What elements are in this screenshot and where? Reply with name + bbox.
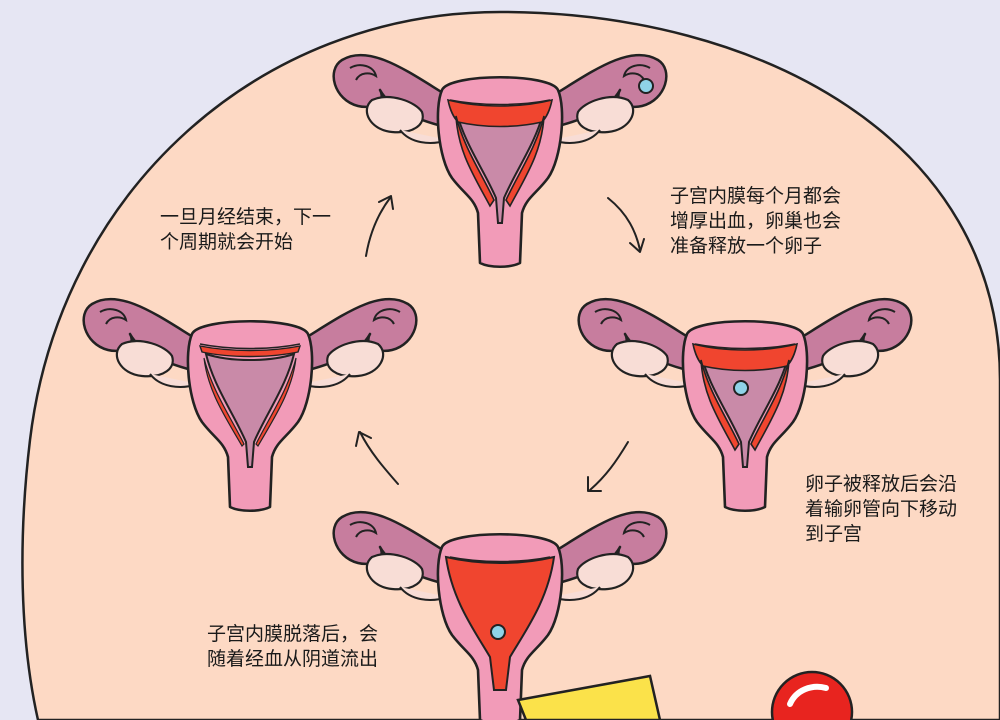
- caption-cycle-restart: 一旦月经结束，下一 个周期就会开始: [160, 205, 331, 255]
- egg-in-ovary-icon: [639, 79, 653, 93]
- caption-line: 一旦月经结束，下一: [160, 205, 331, 230]
- caption-line: 子宫内膜每个月都会: [670, 184, 841, 209]
- caption-egg-travel: 卵子被释放后会沿 着输卵管向下移动 到子宫: [805, 472, 957, 547]
- caption-line: 准备释放一个卵子: [670, 234, 841, 259]
- egg-in-uterus-icon: [734, 381, 748, 395]
- caption-line: 着输卵管向下移动: [805, 497, 957, 522]
- egg-shedding-icon: [491, 625, 505, 639]
- caption-line: 随着经血从阴道流出: [207, 647, 378, 672]
- caption-line: 卵子被释放后会沿: [805, 472, 957, 497]
- caption-lining-thickening: 子宫内膜每个月都会 增厚出血，卵巢也会 准备释放一个卵子: [670, 184, 841, 259]
- caption-line: 增厚出血，卵巢也会: [670, 209, 841, 234]
- caption-line: 个周期就会开始: [160, 230, 331, 255]
- caption-line: 子宫内膜脱落后，会: [207, 622, 378, 647]
- caption-line: 到子宫: [805, 522, 957, 547]
- caption-shedding: 子宫内膜脱落后，会 随着经血从阴道流出: [207, 622, 378, 672]
